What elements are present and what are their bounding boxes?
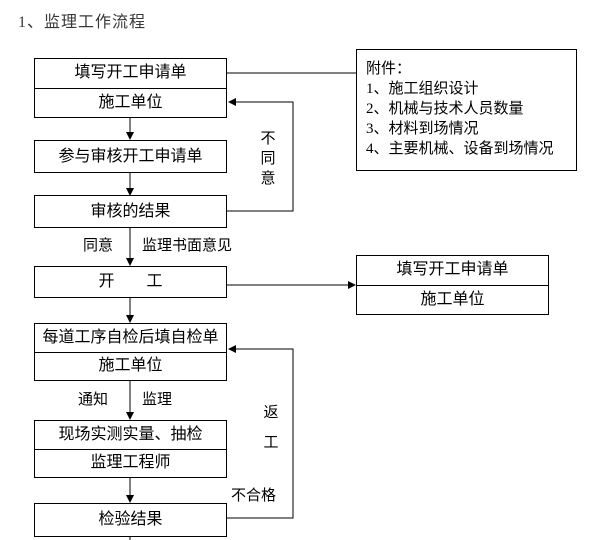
loop-disagree <box>227 101 294 212</box>
box-row: 检验结果 <box>98 511 163 528</box>
box-row: 填写开工申请单 <box>396 261 509 279</box>
box-fill-start-application: 填写开工申请单 施工单位 <box>34 58 227 118</box>
arrowhead-down-icon <box>126 412 134 420</box>
attachment-item: 4、主要机械、设备到场情况 <box>366 141 554 157</box>
attachment-item: 1、施工组织设计 <box>366 81 479 97</box>
label-disagree: 不同意 <box>260 131 276 187</box>
box-row: 开 工 <box>98 273 163 290</box>
box-row: 施工单位 <box>35 87 226 118</box>
box-review-result: 审核的结果 <box>34 195 227 228</box>
box-self-check: 每道工序自检后填自检单 施工单位 <box>34 323 227 381</box>
label-unqualified: 不合格 <box>231 488 277 504</box>
box-row: 现场实测实量、抽检 <box>58 425 203 443</box>
arrowhead-left-icon <box>228 98 236 106</box>
box-row: 施工单位 <box>35 351 226 381</box>
box-attachment-list: 附件： 1、施工组织设计 2、机械与技术人员数量 3、材料到场情况 4、主要机械… <box>356 49 577 171</box>
attachment-item: 2、机械与技术人员数量 <box>366 101 524 117</box>
label-supervisor: 监理 <box>142 392 173 408</box>
label-agree: 同意 <box>83 238 114 254</box>
arrowhead-down-icon <box>126 188 134 196</box>
label-supervision-written-opinion: 监理书面意见 <box>142 238 233 254</box>
box-row: 每道工序自检后填自检单 <box>42 328 219 346</box>
arrowhead-down-icon <box>126 495 134 503</box>
box-row: 审核的结果 <box>90 202 171 220</box>
box-row: 填写开工申请单 <box>74 64 187 82</box>
attachment-title: 附件： <box>366 61 412 77</box>
box-row: 参与审核开工申请单 <box>58 147 203 165</box>
arrowhead-left-icon <box>228 345 236 353</box>
arrowhead-right-icon <box>348 281 356 289</box>
attachment-item: 3、材料到场情况 <box>366 121 479 137</box>
label-notify: 通知 <box>78 392 109 408</box>
box-fill-start-application-right: 填写开工申请单 施工单位 <box>356 255 549 315</box>
arrowhead-down-icon <box>126 132 134 140</box>
box-review-application: 参与审核开工申请单 <box>34 140 227 173</box>
loop-rework <box>227 348 294 519</box>
page-title: 1、监理工作流程 <box>18 14 147 31</box>
box-row: 监理工程师 <box>35 448 226 478</box>
arrowhead-down-icon <box>126 315 134 323</box>
box-start-work: 开 工 <box>34 266 227 298</box>
label-rework: 返工 <box>263 405 279 451</box>
arrowhead-down-icon <box>126 258 134 266</box>
box-row: 施工单位 <box>357 284 548 315</box>
box-site-measurement: 现场实测实量、抽检 监理工程师 <box>34 420 227 478</box>
box-inspection-result: 检验结果 <box>34 503 227 537</box>
